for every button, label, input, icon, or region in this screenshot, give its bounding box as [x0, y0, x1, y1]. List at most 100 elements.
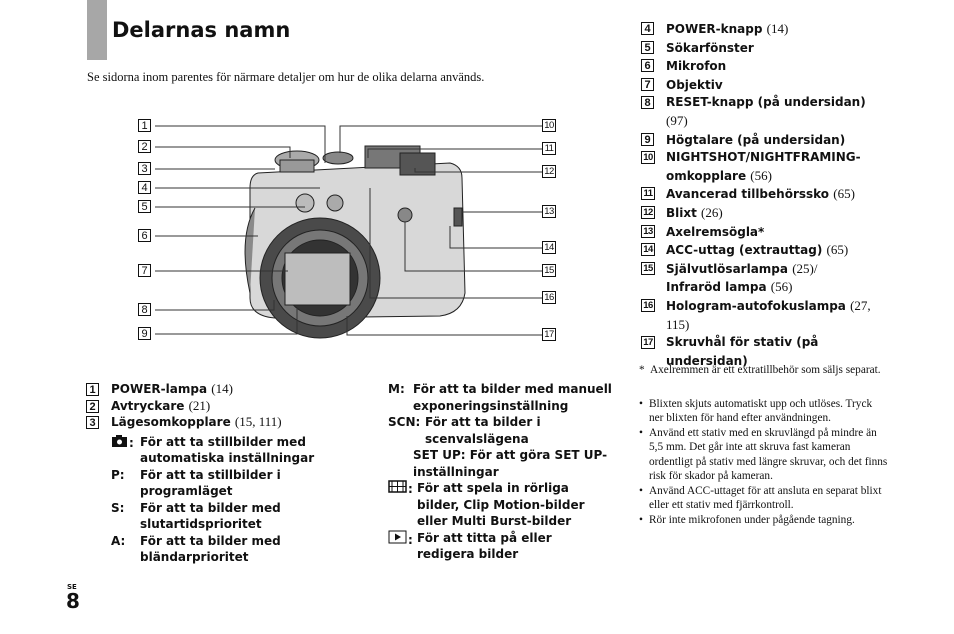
callout-1: 1 — [138, 119, 151, 132]
part-number: 7 — [641, 77, 654, 91]
callout-5: 5 — [138, 200, 151, 213]
part-item: 1 POWER-lampa (14) — [86, 381, 346, 398]
page-ref: (97) — [666, 112, 688, 128]
note-item: Rör inte mikrofonen under pågående tagni… — [639, 513, 889, 528]
part-name: Avancerad tillbehörssko — [666, 187, 830, 202]
part-name: Mikrofon — [666, 59, 727, 74]
page-lang: SE — [67, 583, 77, 591]
page-ref: (56) — [770, 279, 793, 295]
part-number: 9 — [641, 132, 654, 146]
callout-4: 4 — [138, 181, 151, 194]
part-name: NIGHTSHOT/NIGHTFRAMING-omkopplare — [666, 150, 861, 183]
part-number: 6 — [641, 59, 654, 73]
page-ref: (65) — [826, 242, 849, 258]
page-ref: (65) — [833, 186, 855, 202]
callout-10: 10 — [542, 119, 556, 132]
callout-14: 14 — [542, 241, 556, 254]
intro-text: Se sidorna inom parentes för närmare det… — [87, 70, 485, 84]
mode-text: För att titta på eller redigera bilder — [417, 530, 552, 562]
part-number: 17 — [641, 336, 655, 350]
part-item: 6 Mikrofon — [641, 57, 886, 76]
note-item: Använd ett stativ med en skruvlängd på m… — [639, 426, 889, 484]
part-item: 10 NIGHTSHOT/NIGHTFRAMING-omkopplare (56) — [641, 149, 886, 185]
note-item: Använd ACC-uttaget för att ansluta en se… — [639, 484, 889, 513]
part-item: 4 POWER-knapp (14) — [641, 20, 886, 39]
mode-text: För att ta stillbilder med automatiska i… — [140, 434, 315, 466]
footnote-mark: * — [639, 364, 645, 376]
part-number: 10 — [641, 151, 655, 165]
mode-key: SET UP: — [413, 448, 466, 462]
part-name: Blixt — [666, 205, 697, 220]
mode-item: : För att ta stillbilder med automatiska … — [86, 434, 346, 467]
callout-3: 3 — [138, 162, 151, 175]
footnote: * Axelremmen är ett extratillbehör som sä… — [639, 363, 889, 378]
title-bar — [87, 0, 107, 60]
note-item: Blixten skjuts automatiskt upp och utlös… — [639, 397, 889, 426]
part-number: 16 — [641, 298, 655, 312]
part-item: 7 Objektiv — [641, 76, 886, 95]
callout-2: 2 — [138, 140, 151, 153]
mode-text: För att ta stillbilder i programläget — [140, 467, 281, 499]
notes: * Axelremmen är ett extratillbehör som sä… — [639, 363, 889, 527]
mode-item: M:För att ta bilder med manuell exponeri… — [388, 381, 613, 414]
part-number: 4 — [641, 22, 654, 35]
part-item: 3 Lägesomkopplare (15, 111) — [86, 414, 346, 431]
part-name: Högtalare (på undersidan) — [666, 132, 846, 147]
mode-key: A: — [111, 533, 126, 548]
part-name: Objektiv — [666, 77, 723, 92]
part-number: 11 — [641, 187, 655, 201]
part-name: POWER-knapp — [666, 22, 763, 36]
part-name: Lägesomkopplare — [111, 415, 231, 429]
part-number: 14 — [641, 243, 655, 257]
mode-item: SCN: För att ta bilder i scenvalslägena — [388, 414, 613, 447]
page-ref: (56) — [750, 167, 772, 183]
page-ref: (14) — [211, 381, 233, 396]
mode-key: SCN: — [388, 415, 421, 429]
part-number: 3 — [86, 416, 99, 429]
mode-text: För att spela in rörliga bilder, Clip Mo… — [417, 481, 585, 528]
callout-8: 8 — [138, 303, 151, 316]
footnote-text: Axelremmen är ett extratillbehör som säl… — [650, 364, 881, 376]
part-number: 12 — [641, 205, 655, 219]
part-number: 13 — [641, 224, 655, 238]
callout-13: 13 — [542, 205, 556, 218]
mode-key: S: — [111, 500, 125, 515]
mode-item: :För att spela in rörliga bilder, Clip M… — [388, 480, 613, 530]
playback-icon: : — [388, 530, 413, 549]
camera-icon: : — [111, 434, 134, 452]
part-number: 2 — [86, 399, 99, 413]
page-ref: (14) — [766, 21, 789, 36]
mode-key: M: — [388, 382, 405, 396]
part-item: 11 Avancerad tillbehörssko (65) — [641, 185, 886, 204]
mode-item: P: För att ta stillbilder i programläget — [86, 467, 346, 500]
mode-item: :För att titta på eller redigera bilder — [388, 530, 613, 563]
part-number: 8 — [641, 96, 654, 110]
page-ref: (25)/ — [792, 260, 818, 276]
part-name: ACC-uttag (extrauttag) — [666, 243, 823, 258]
part-name: POWER-lampa — [111, 382, 208, 396]
part-name: Infraröd lampa — [666, 280, 767, 295]
mode-text: För att göra SET UP-inställningar — [413, 448, 608, 479]
callout-7: 7 — [138, 264, 151, 277]
part-number: 1 — [86, 383, 99, 396]
page-ref: (15, 111) — [234, 414, 282, 429]
mode-key: P: — [111, 467, 125, 482]
page-number: 8 — [66, 589, 80, 613]
part-name: Hologram-autofokuslampa — [666, 298, 846, 313]
callout-12: 12 — [542, 165, 556, 178]
mode-text: För att ta bilder i scenvalslägena — [425, 415, 541, 446]
part-number: 5 — [641, 40, 654, 54]
callout-11: 11 — [542, 142, 556, 155]
mode-item: A:För att ta bilder med bländarprioritet — [86, 533, 346, 566]
callout-15: 15 — [542, 264, 556, 277]
